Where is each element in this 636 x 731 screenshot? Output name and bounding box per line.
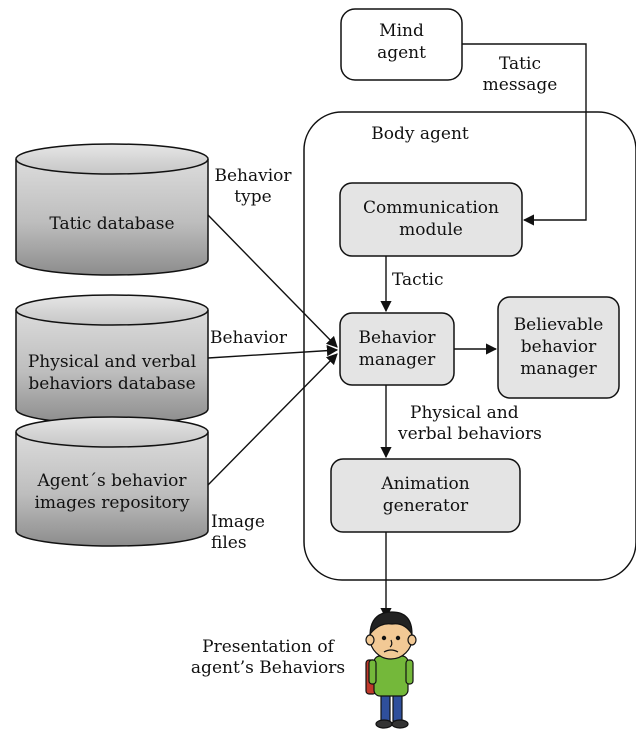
communication-module-box <box>339 182 523 257</box>
agent-character-icon <box>365 611 417 729</box>
tatic-database-label: Tatic database <box>49 214 175 234</box>
tactic-label: Tactic <box>392 270 444 290</box>
physical-verbal-database-cylinder <box>15 294 209 425</box>
body-agent-label: Body agent <box>371 124 469 144</box>
arrow-behavior <box>207 345 339 359</box>
animation-generator-box <box>330 458 521 533</box>
tatic-database-cylinder <box>15 143 209 276</box>
arrow-image-files <box>207 353 338 486</box>
believable-behavior-manager-box <box>497 296 620 399</box>
images-repository-cylinder <box>15 416 209 547</box>
behavior-label: Behavior <box>210 328 288 348</box>
arrow-tatic-message <box>462 43 587 226</box>
arrow-behavior-type <box>207 214 338 348</box>
